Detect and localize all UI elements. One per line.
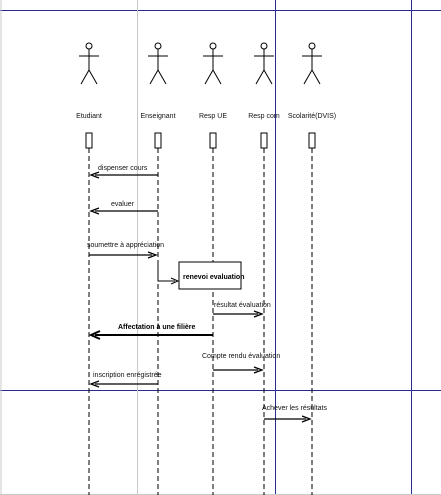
actor-figure-enseignant	[148, 42, 168, 85]
message-label-achever: Achever les résultats	[262, 405, 327, 412]
message-arrow-renevoi	[157, 262, 175, 282]
note-box-renevoi	[178, 261, 242, 290]
actor-label-enseignant: Enseignant	[140, 113, 175, 120]
activation-resp-com	[260, 132, 268, 149]
arrowhead	[89, 380, 100, 388]
arrowhead	[253, 310, 264, 318]
message-label-inscription: inscription enrégistrée	[93, 372, 162, 379]
actor-label-scolarite: Scolarité(DVIS)	[288, 113, 336, 120]
arrowhead	[88, 330, 101, 340]
arrowhead	[89, 207, 100, 215]
arrowhead	[89, 171, 100, 179]
actor-figure-scolarite	[302, 42, 322, 85]
actor-figure-resp-com	[254, 42, 274, 85]
message-label-evaluer: evaluer	[111, 201, 135, 208]
message-label-resultat: résultat évaluation	[214, 302, 271, 309]
actor-label-resp-ue: Resp UE	[199, 113, 227, 120]
actor-label-etudiant: Etudiant	[76, 113, 102, 120]
message-label-renevoi: renevoi evaluation	[183, 274, 244, 281]
actor-figure-resp-ue	[203, 42, 223, 85]
arrowhead	[170, 277, 180, 285]
activation-etudiant	[85, 132, 93, 149]
message-label-compte-rendu: Compte rendu évaluation	[202, 353, 280, 360]
arrowhead	[301, 415, 312, 423]
activation-enseignant	[154, 132, 162, 149]
arrowhead	[253, 366, 264, 374]
actor-figure-etudiant	[79, 42, 99, 85]
activation-scolarite	[308, 132, 316, 149]
activation-resp-ue	[209, 132, 217, 149]
message-label-soumettre: soumettre à appréciation	[87, 242, 164, 249]
arrowhead	[147, 251, 158, 259]
message-label-affectation: Affectation à une filière	[118, 324, 196, 331]
actor-label-resp-com: Resp com	[248, 113, 280, 120]
message-label-dispenser-cours: dispenser cours	[98, 165, 148, 172]
